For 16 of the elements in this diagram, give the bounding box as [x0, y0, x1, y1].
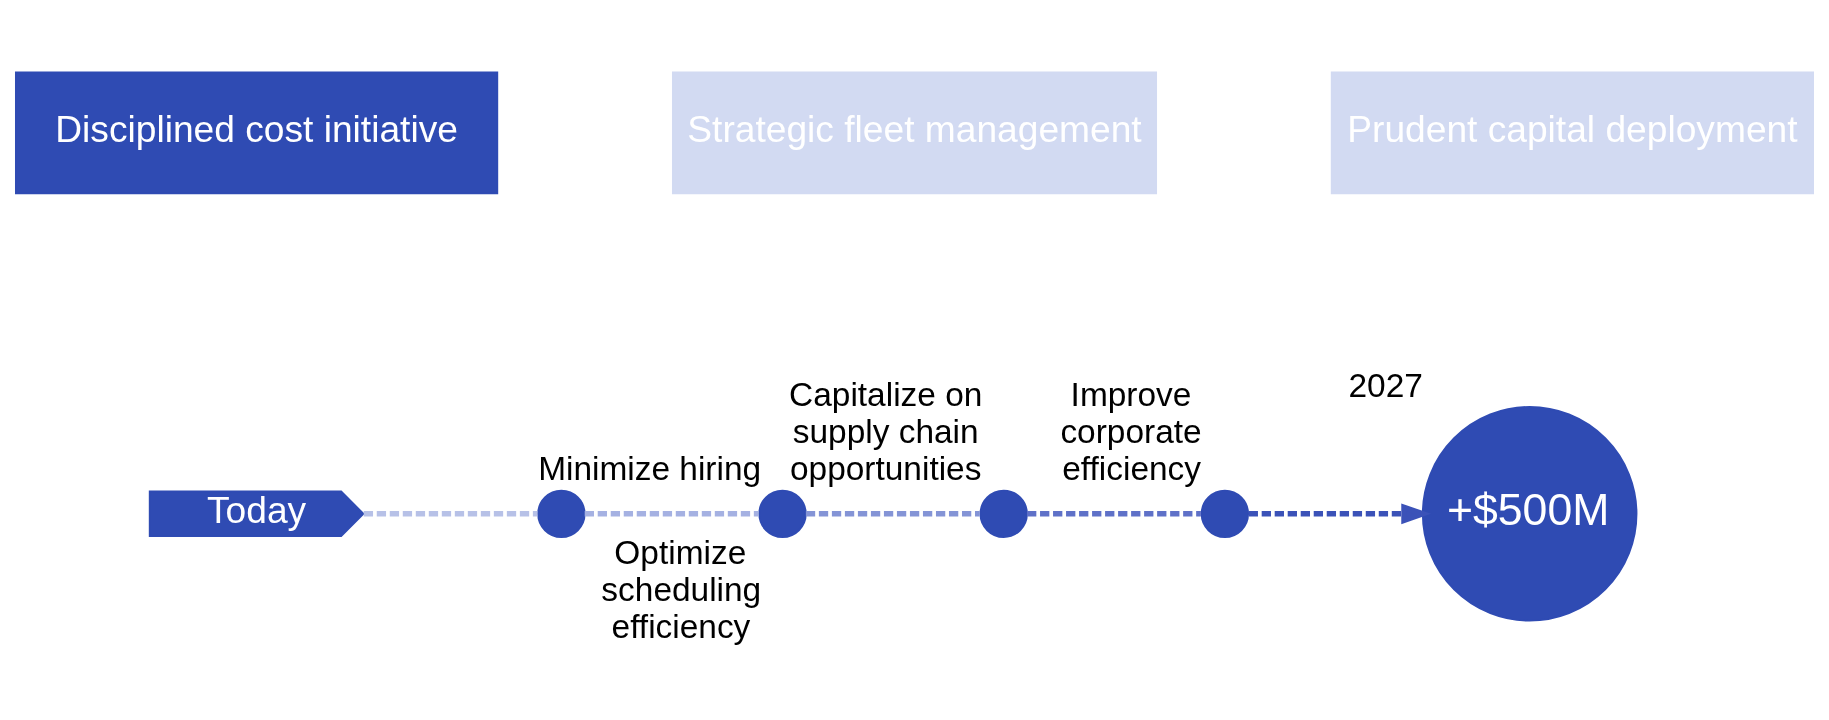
node-label: Minimize hiring — [538, 449, 762, 487]
connector — [363, 510, 538, 517]
node-circle — [1200, 489, 1250, 538]
node-label: 2027 — [1348, 366, 1423, 404]
node-circle — [537, 489, 586, 538]
node-circle — [758, 489, 807, 538]
node-box: Disciplined cost initiative — [15, 71, 499, 194]
node-circle: +$500M — [1421, 405, 1638, 622]
node-label: Optimize scheduling efficiency — [601, 533, 762, 645]
connector — [584, 510, 759, 517]
connector — [805, 510, 980, 517]
node-label: Capitalize on supply chain opportunities — [789, 375, 983, 487]
node-label: Improve corporate efficiency — [1060, 375, 1202, 487]
arrow — [1248, 502, 1432, 524]
connector — [1027, 510, 1201, 517]
node-circle — [979, 489, 1028, 538]
